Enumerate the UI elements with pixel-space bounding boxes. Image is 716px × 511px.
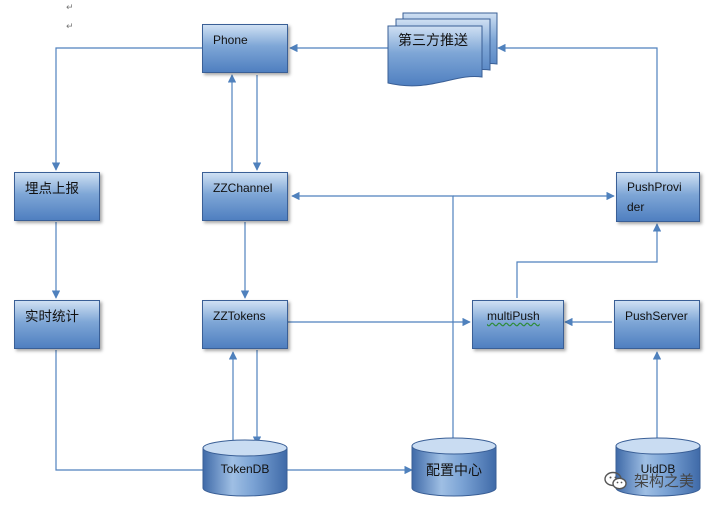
node-uiddb-label: UidDB xyxy=(640,462,676,476)
node-push-provider-label-line2: der xyxy=(627,200,645,214)
paragraph-mark: ↵ xyxy=(66,3,74,13)
edge-stats-tokendb xyxy=(55,350,203,471)
edge-multipush-pushprovider xyxy=(516,223,662,298)
node-zzchannel-label: ZZChannel xyxy=(213,181,273,195)
node-tracking-report-label: 埋点上报 xyxy=(25,181,79,196)
watermark-text: 架构之美 xyxy=(633,472,694,490)
node-push-server-label: PushServer xyxy=(625,309,688,323)
node-tracking-report: 埋点上报 xyxy=(14,172,100,221)
node-phone-label: Phone xyxy=(213,33,248,47)
node-zztokens-label: ZZTokens xyxy=(213,309,266,323)
wechat-icon xyxy=(604,471,627,489)
node-third-party-push-label: 第三方推送 xyxy=(398,32,468,48)
node-zzchannel: ZZChannel xyxy=(202,172,288,221)
edge-config-zzchannel xyxy=(291,191,454,440)
node-multipush-label: multiPush xyxy=(487,309,540,323)
config-center-cylinder xyxy=(411,437,497,497)
node-push-provider: PushProvi der xyxy=(616,172,700,222)
node-push-server: PushServer xyxy=(614,300,700,349)
uiddb-cylinder xyxy=(615,437,701,497)
node-multipush: multiPush xyxy=(472,300,564,349)
node-realtime-stats-label: 实时统计 xyxy=(25,309,79,324)
node-realtime-stats: 实时统计 xyxy=(14,300,100,349)
node-config-center-label: 配置中心 xyxy=(426,462,482,478)
third-party-push-document xyxy=(387,12,498,87)
edge-phone-tracking xyxy=(51,47,202,171)
node-zztokens: ZZTokens xyxy=(202,300,288,349)
node-tokendb-label: TokenDB xyxy=(220,462,270,476)
edge-pushprovider-thirdparty xyxy=(497,43,658,172)
node-phone: Phone xyxy=(202,24,288,73)
node-push-provider-label-line1: PushProvi xyxy=(627,180,682,194)
watermark: 架构之美 xyxy=(604,470,694,491)
paragraph-mark: ↵ xyxy=(66,22,74,32)
tokendb-cylinder xyxy=(202,439,288,497)
